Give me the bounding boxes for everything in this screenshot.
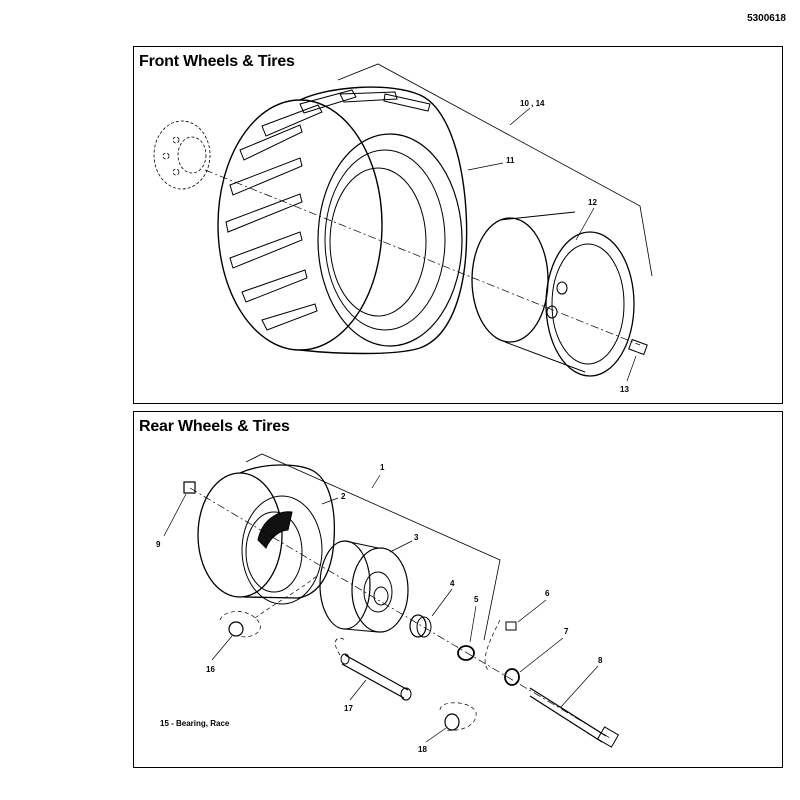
- spacer-tube-drawing: [340, 653, 412, 701]
- rear-panel-title: Rear Wheels & Tires: [139, 418, 290, 435]
- spacer-drawing: [444, 713, 460, 731]
- callout-8: 8: [598, 656, 603, 665]
- callout-4: 4: [450, 579, 455, 588]
- front-tire-drawing: [217, 86, 468, 355]
- callout-6: 6: [545, 589, 550, 598]
- callout-17: 17: [344, 704, 353, 713]
- rear-tire-drawing: [197, 464, 336, 605]
- document-number: 5300618: [747, 13, 786, 24]
- callout-12: 12: [588, 198, 597, 207]
- front-hub-drawing: [153, 120, 211, 190]
- rear-wheels-panel: Rear Wheels & Tires: [133, 411, 783, 768]
- bearing-drawing: [409, 614, 432, 638]
- callout-2: 2: [341, 492, 346, 501]
- rear-wheel-drawing: [319, 540, 409, 633]
- washer-drawing: [504, 668, 520, 686]
- front-wheels-panel: Front Wheels & Tires: [133, 46, 783, 404]
- front-panel-title: Front Wheels & Tires: [139, 53, 295, 70]
- front-rim-drawing: [471, 211, 635, 377]
- valve-stem-drawing: [628, 338, 648, 356]
- nut-drawing: [228, 621, 244, 637]
- callout-9: 9: [156, 540, 161, 549]
- callout-16: 16: [206, 665, 215, 674]
- callout-11: 11: [506, 156, 515, 165]
- callout-13: 13: [620, 385, 629, 394]
- callout-10-14: 10 , 14: [520, 99, 545, 108]
- callout-7: 7: [564, 627, 569, 636]
- seal-drawing: [457, 645, 475, 661]
- callout-1: 1: [380, 463, 385, 472]
- axle-bolt-drawing: [529, 687, 620, 748]
- lug-nut-drawing: [183, 481, 196, 494]
- bearing-race-note: 15 - Bearing, Race: [160, 719, 230, 728]
- callout-5: 5: [474, 595, 479, 604]
- callout-18: 18: [418, 745, 427, 754]
- callout-3: 3: [414, 533, 419, 542]
- grease-fitting-drawing: [505, 621, 517, 631]
